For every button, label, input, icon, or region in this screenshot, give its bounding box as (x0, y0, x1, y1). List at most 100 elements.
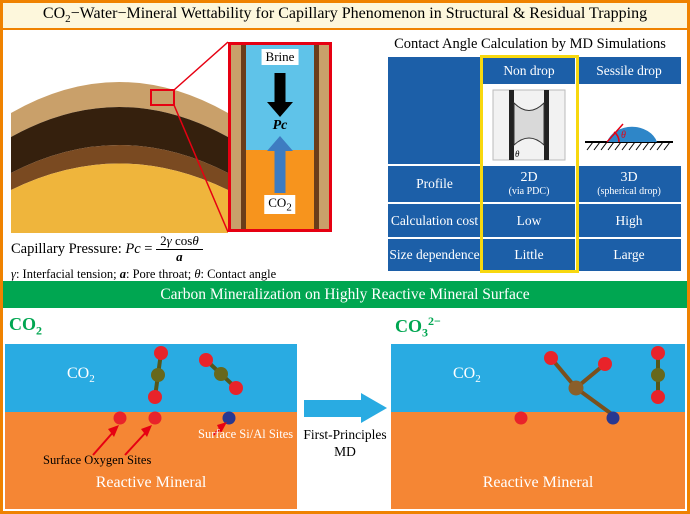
species-sub: 3 (422, 325, 428, 340)
surface-si-al-sites-label: Surface Si/Al Sites (198, 427, 294, 441)
species-base: CO (395, 316, 422, 336)
table-cell-profile-nondrop: 2D (via PDC) (483, 166, 575, 202)
table-row-label-cost: Calculation cost (388, 204, 481, 237)
mineralization-banner: Carbon Mineralization on Highly Reactive… (3, 281, 687, 308)
co2-sub: 2 (286, 201, 292, 214)
legend-theta: θ (194, 266, 201, 281)
capillary-up-arrow (274, 151, 286, 193)
pore-wall-left (231, 45, 246, 229)
table-header-sessile: Sessile drop (577, 57, 681, 84)
table-corner-cell (388, 57, 481, 164)
formula-var: Pc (125, 240, 141, 257)
legend-gamma-text: : Interfacial tension; (15, 266, 120, 281)
table-row-label-profile: Profile (388, 166, 481, 202)
medium-brown-layer (11, 145, 228, 190)
capillary-up-arrow-head (267, 136, 293, 151)
droplet-dome (607, 126, 657, 142)
reaction-method-line2: MD (334, 443, 356, 459)
num-cos: cos (171, 233, 193, 248)
species-label-co2: CO2 (9, 314, 42, 339)
co2-label: CO2 (264, 195, 296, 214)
reaction-method-line1: First-Principles (303, 427, 387, 442)
pressure-down-arrow-head (267, 102, 293, 117)
co2-phase-region (5, 344, 297, 412)
zoom-callout-line-top (173, 41, 228, 91)
legend-gamma: γ (11, 266, 16, 281)
panel-before-reaction: CO2 CO2 Reactive Mineral (5, 308, 297, 509)
nondrop-simulation-image: θ (492, 89, 566, 161)
channel-wall-right (544, 90, 549, 160)
sessile-theta-label: θ (621, 130, 626, 141)
reservoir-gold-layer (11, 163, 228, 233)
title-subscript: 2 (65, 13, 71, 26)
reaction-arrow (304, 400, 361, 417)
species-sub: 2 (36, 323, 42, 338)
gas-base: CO (67, 365, 90, 382)
surface-oxygen-sites-label: Surface Oxygen Sites (43, 453, 152, 467)
num-gamma: γ (166, 233, 172, 248)
table-cell-size-nondrop: Little (483, 239, 575, 271)
co2-phase-region (391, 344, 685, 412)
profile-nondrop-value: 2D (520, 170, 538, 186)
table-cell-size-sessile: Large (577, 239, 681, 271)
profile-nondrop-note: (via PDC) (508, 186, 550, 198)
table-row-label-size: Size dependence (388, 239, 481, 271)
gas-phase-label: CO2 (67, 365, 95, 385)
reaction-method-label: First-Principles MD (297, 427, 393, 461)
md-section-title: Contact Angle Calculation by MD Simulati… (394, 36, 666, 52)
formula-equals: = (140, 240, 157, 257)
table-cell-profile-sessile: 3D (spherical drop) (577, 166, 681, 202)
reactive-mineral-label: Reactive Mineral (482, 474, 594, 491)
zoom-region-rect (150, 89, 175, 106)
contact-angle-arc (613, 131, 620, 143)
species-charge: 2− (428, 314, 441, 328)
legend-a-text: : Pore throat; (125, 266, 195, 281)
title-rest: −Water−Mineral Wettability for Capillary… (70, 5, 648, 23)
brine-label: Brine (261, 49, 299, 65)
table-header-nondrop: Non drop (483, 57, 575, 84)
nondrop-snapshot-cell: θ (483, 86, 575, 164)
mineral-region (391, 412, 685, 509)
channel-wall-left (509, 90, 514, 160)
geology-anticline-illustration (11, 41, 228, 233)
panel-after-reaction: CO32− CO2 Reactive Mineral (391, 308, 685, 509)
profile-sessile-note: (spherical drop) (597, 186, 661, 198)
figure-title-bar: CO2−Water−Mineral Wettability for Capill… (3, 3, 687, 30)
dark-brown-layer (11, 107, 228, 173)
capillary-pore-inset: Brine Pc CO2 (228, 42, 332, 232)
gas-phase-label: CO2 (453, 365, 481, 385)
pore-wall-right (314, 45, 329, 229)
co2-base: CO (268, 195, 287, 210)
fraction-denominator: a (156, 248, 203, 265)
gas-sub: 2 (89, 373, 95, 386)
reactive-mineral-label: Reactive Mineral (95, 474, 207, 491)
legend-a: a (119, 266, 126, 281)
species-base: CO (9, 314, 36, 334)
fraction-numerator: 2γ cosθ (156, 233, 203, 249)
sessile-snapshot-cell: θ (577, 86, 681, 164)
species-label-carbonate: CO32− (395, 314, 441, 341)
reaction-arrow-head (361, 393, 387, 423)
formula-legend: γ: Interfacial tension; a: Pore throat; … (11, 267, 373, 282)
title-base: CO (42, 5, 66, 23)
table-cell-cost-nondrop: Low (483, 204, 575, 237)
liquid-slab-meniscus (513, 101, 545, 147)
pressure-down-arrow (274, 73, 286, 102)
md-comparison-table: Non drop Sessile drop θ (388, 55, 681, 273)
gas-sub: 2 (475, 373, 481, 386)
profile-sessile-value: 3D (620, 170, 638, 186)
zoom-callout-line-bottom (173, 104, 228, 233)
figure-title: CO2−Water−Mineral Wettability for Capill… (43, 5, 647, 25)
formula-label: Capillary Pressure: (11, 240, 126, 257)
table-cell-cost-sessile: High (577, 204, 681, 237)
pc-label: Pc (272, 118, 288, 133)
nondrop-theta-label: θ (515, 149, 520, 159)
sessile-drop-image: θ (585, 123, 673, 151)
legend-theta-text: : Contact angle (200, 266, 277, 281)
num-theta: θ (192, 233, 199, 248)
num-coeff: 2 (160, 233, 167, 248)
